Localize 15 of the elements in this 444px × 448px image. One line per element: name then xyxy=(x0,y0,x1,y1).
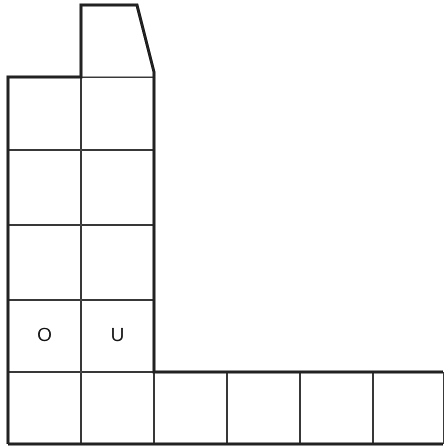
grid-cell xyxy=(8,150,81,225)
grid-cell xyxy=(81,5,154,77)
grid-cell xyxy=(154,372,227,444)
grid-cell xyxy=(8,77,81,150)
grid-cell xyxy=(8,372,81,444)
grid-cell xyxy=(81,150,154,225)
grid-cell xyxy=(81,372,154,444)
grid-cell xyxy=(81,225,154,300)
grid-cell xyxy=(227,372,300,444)
letter-cell: O xyxy=(8,300,81,372)
grid-cell xyxy=(300,372,373,444)
grid-cell xyxy=(8,225,81,300)
grid-cell xyxy=(81,77,154,150)
grid-cell xyxy=(373,372,444,444)
letter-cell: U xyxy=(81,300,154,372)
